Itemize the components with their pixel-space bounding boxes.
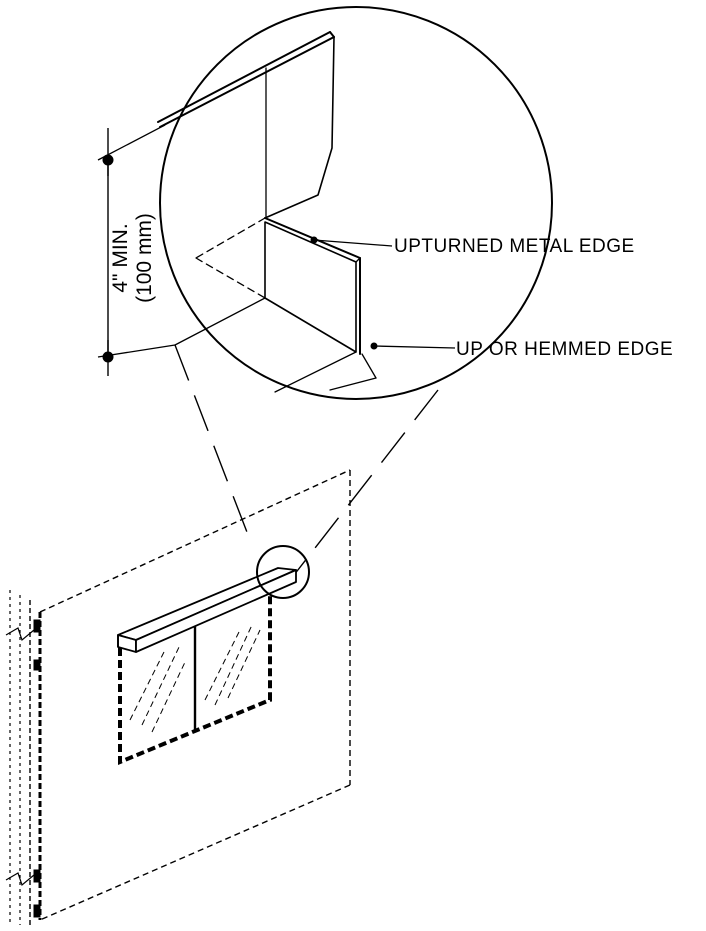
detail-callout-circle bbox=[159, 6, 553, 400]
dimension-text-line2: (100 mm) bbox=[133, 213, 156, 303]
dimension-text-line1: 4" MIN. bbox=[109, 223, 132, 292]
hemmed-edge-label: UP OR HEMMED EDGE bbox=[456, 339, 673, 360]
detail-reference-circle bbox=[256, 545, 310, 599]
dimension-text: 4" MIN. (100 mm) bbox=[109, 213, 156, 303]
wall-panel bbox=[39, 469, 351, 921]
head-flashing bbox=[117, 567, 297, 653]
wall-edge bbox=[5, 590, 42, 925]
dimension-line bbox=[97, 124, 176, 376]
upturned-edge-label: UPTURNED METAL EDGE bbox=[394, 236, 635, 257]
callout-leaders bbox=[310, 236, 456, 350]
projection-lines bbox=[174, 344, 439, 576]
flashing-detail bbox=[157, 31, 377, 393]
window-frame bbox=[118, 588, 272, 765]
